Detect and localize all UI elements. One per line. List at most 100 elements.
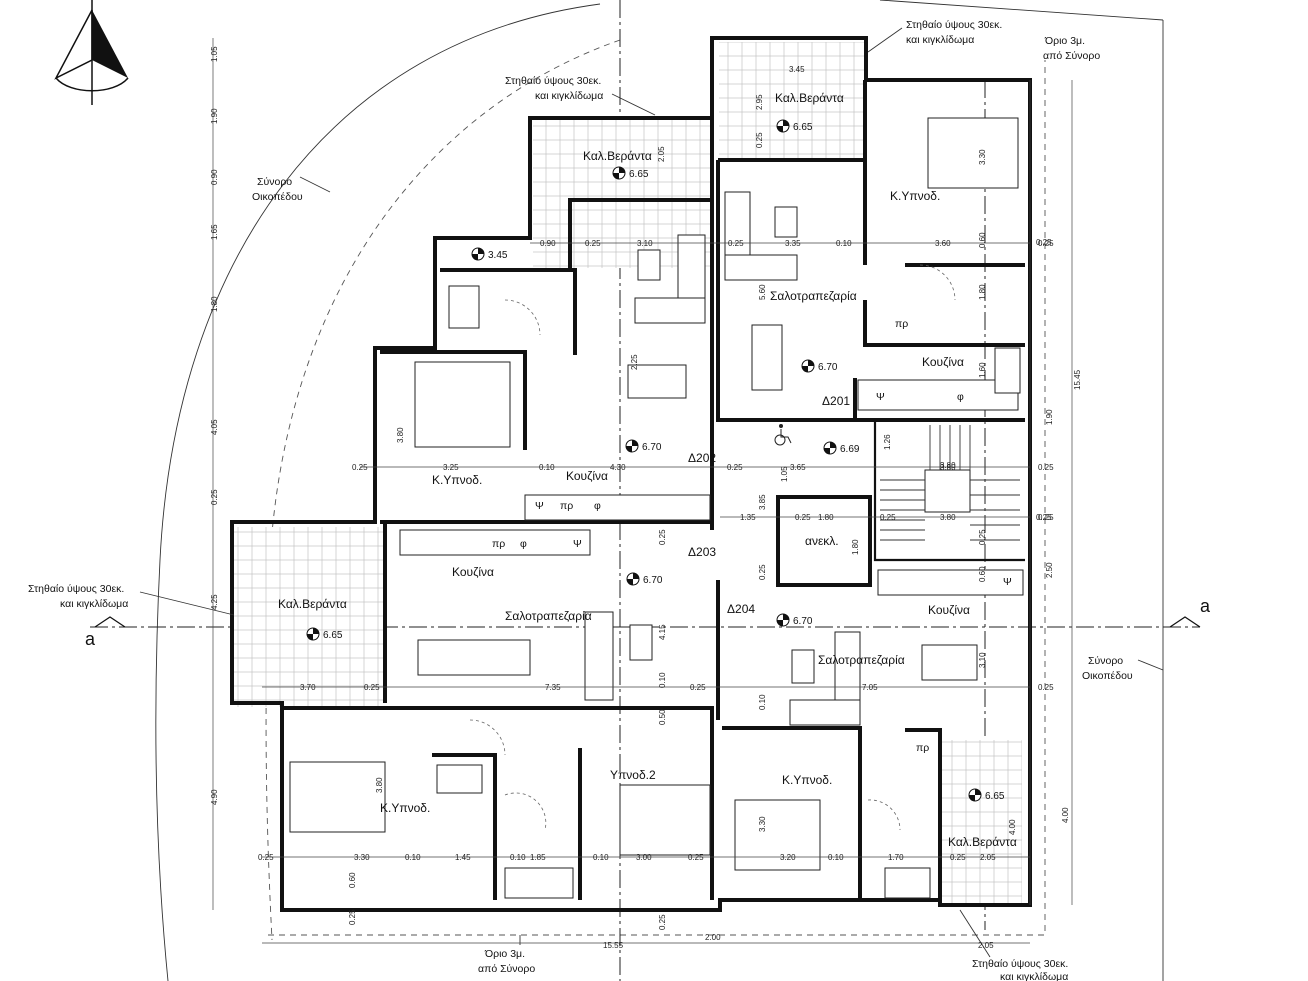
apartment-d202: Δ202 bbox=[688, 451, 716, 465]
boundary-note-w-2: Οικοπέδου bbox=[252, 191, 303, 203]
phi-n-label: φ bbox=[594, 500, 601, 512]
dim-row-bottom-0: 0.25 bbox=[258, 853, 274, 862]
room-labels: Καλ.Βεράντα Καλ.Βεράντα Καλ.Βεράντα Καλ.… bbox=[278, 91, 1017, 849]
plot-boundary-top bbox=[879, 0, 1164, 21]
dim-row-top-4: 3.35 bbox=[785, 239, 801, 248]
dim-bottom-total: 15.55 bbox=[603, 941, 624, 950]
dim-row-bottom-4: 0.10 bbox=[510, 853, 526, 862]
shower-sw bbox=[436, 764, 483, 794]
dim-left-5: 4.05 bbox=[210, 419, 219, 435]
level-marker-w-veranda: 6.65 bbox=[306, 627, 343, 641]
staircase bbox=[880, 425, 1020, 541]
wall-bath-ne bbox=[863, 300, 1025, 347]
wall-bath-se bbox=[905, 728, 942, 900]
dim-misc-21: 1.80 bbox=[978, 284, 987, 300]
dim-row-bottom-13: 2.05 bbox=[980, 853, 996, 862]
dim-right-3: 0.25 bbox=[1036, 513, 1052, 522]
north-arrow-icon bbox=[54, 0, 129, 105]
boundary-note-w-1: Σύνορο bbox=[257, 176, 292, 188]
dim-row-bottom-3: 1.45 bbox=[455, 853, 471, 862]
section-marker-left: a bbox=[85, 629, 96, 649]
veranda-southeast-label: Καλ.Βεράντα bbox=[948, 835, 1017, 849]
dim-row-low-2: 7.35 bbox=[545, 683, 561, 692]
bedroom-sw-label: Κ.Υπνοδ. bbox=[380, 801, 430, 815]
level-marker-w-kitchen: 6.70 bbox=[626, 572, 663, 586]
limit-note-ne-2: από Σύνορο bbox=[1043, 50, 1100, 62]
dim-row-mid-5: 3.65 bbox=[790, 463, 806, 472]
bed-se bbox=[734, 799, 821, 871]
bed-sw bbox=[289, 761, 386, 833]
dim-row-top-2: 3.10 bbox=[637, 239, 653, 248]
veranda-north-label: Καλ.Βεράντα bbox=[583, 149, 652, 163]
dim-row-top-3: 0.25 bbox=[728, 239, 744, 248]
dim-left-2: 0.90 bbox=[210, 169, 219, 185]
boundary-note-e-2: Οικοπέδου bbox=[1082, 670, 1133, 682]
dim-row-top-0: 0.90 bbox=[540, 239, 556, 248]
level-marker-corridor: 6.69 bbox=[823, 441, 860, 455]
svg-text:6.70: 6.70 bbox=[818, 362, 838, 373]
level-marker-ne-dining: 6.70 bbox=[801, 359, 838, 373]
dim-row-bottom-9: 3.20 bbox=[780, 853, 796, 862]
kitchen-w-label: Κουζίνα bbox=[452, 565, 494, 579]
dim-misc-26: 0.25 bbox=[658, 529, 667, 545]
bedroom2-label: Υπνοδ.2 bbox=[610, 768, 656, 782]
parapet-note-ne-2: και κιγκλίδωμα bbox=[906, 34, 974, 46]
boundary-note-e-1: Σύνορο bbox=[1088, 655, 1123, 667]
bathtub-s bbox=[504, 867, 574, 899]
wall-bed-se bbox=[722, 726, 862, 900]
dim-right-0: 0.25 bbox=[1036, 238, 1052, 247]
dim-row-mid-0: 0.25 bbox=[352, 463, 368, 472]
apartment-d204: Δ204 bbox=[727, 602, 755, 616]
dim-bottom-200: 2.00 bbox=[705, 933, 721, 942]
wall-bed-north bbox=[380, 350, 527, 450]
dim-row-mid-2: 0.10 bbox=[539, 463, 555, 472]
annotations: Στηθαίο ύψους 30εκ. και κιγκλίδωμα Στηθα… bbox=[28, 19, 1164, 981]
dimension-lines bbox=[212, 38, 1073, 944]
kitchen-ne-label: Κουζίνα bbox=[922, 355, 964, 369]
wall-south-west bbox=[282, 706, 714, 900]
dim-row-mid2-0: 1.35 bbox=[740, 513, 756, 522]
dim-row-bottom-6: 0.10 bbox=[593, 853, 609, 862]
dim-misc-12: 4.15 bbox=[658, 624, 667, 640]
phi-ne-label: φ bbox=[957, 391, 964, 403]
dim-row-mid-7: 0.25 bbox=[1038, 463, 1054, 472]
dim-row-mid2-1: 0.25 bbox=[795, 513, 811, 522]
dim-row-mid-4: 0.25 bbox=[727, 463, 743, 472]
svg-text:6.70: 6.70 bbox=[642, 442, 662, 453]
level-marker-balcony: 3.45 bbox=[471, 247, 508, 261]
dimension-texts: 1.051.900.901.651.804.050.254.254.900.25… bbox=[210, 46, 1082, 950]
dim-row-top-6: 3.60 bbox=[935, 239, 951, 248]
table-e bbox=[791, 649, 815, 684]
dim-row-low-0: 3.70 bbox=[300, 683, 316, 692]
storage-wall bbox=[776, 495, 872, 587]
section-marker-right: a bbox=[1200, 596, 1211, 616]
dim-misc-24: 3.80 bbox=[940, 461, 956, 470]
parapet-note-w-1: Στηθαίο ύψους 30εκ. bbox=[28, 583, 124, 595]
dim-misc-0: 3.45 bbox=[789, 65, 805, 74]
dim-row-low-5: 0.25 bbox=[1038, 683, 1054, 692]
counter-east bbox=[877, 569, 1024, 596]
shower-n bbox=[448, 285, 480, 329]
kitchen-n-label: Κουζίνα bbox=[566, 469, 608, 483]
wall-bath-sw bbox=[432, 753, 497, 900]
dim-misc-30: 0.25 bbox=[658, 914, 667, 930]
sofa-w bbox=[584, 611, 614, 701]
dim-row-mid2-4: 3.80 bbox=[940, 513, 956, 522]
veranda-tiles bbox=[232, 42, 1022, 905]
parapet-note-ne-1: Στηθαίο ύψους 30εκ. bbox=[906, 19, 1002, 31]
dim-misc-10: 3.85 bbox=[758, 494, 767, 510]
bedroom-ne-label: Κ.Υπνοδ. bbox=[890, 189, 940, 203]
dim-left-6: 0.25 bbox=[210, 489, 219, 505]
apartment-d203: Δ203 bbox=[688, 545, 716, 559]
dim-misc-4: 5.60 bbox=[758, 284, 767, 300]
dim-left-0: 1.05 bbox=[210, 46, 219, 62]
kitchen-e-label: Κουζίνα bbox=[928, 603, 970, 617]
svg-text:6.65: 6.65 bbox=[629, 169, 649, 180]
dim-row-top-1: 0.25 bbox=[585, 239, 601, 248]
dim-bottom-205: 2.05 bbox=[978, 941, 994, 950]
dim-row-mid2-2: 1.80 bbox=[818, 513, 834, 522]
dim-row-mid-3: 4.30 bbox=[610, 463, 626, 472]
section-markers: a a bbox=[85, 596, 1211, 649]
dim-right-5: 4.00 bbox=[1061, 807, 1070, 823]
